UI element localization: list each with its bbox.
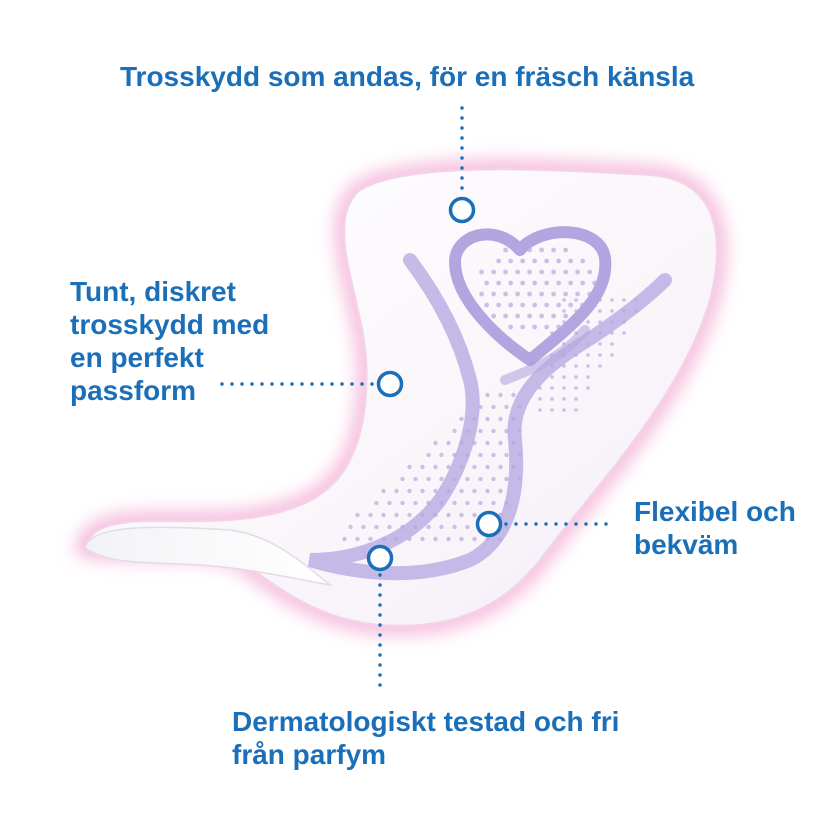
marker-ring-bottom bbox=[366, 544, 394, 572]
callout-dermatologically-tested: Dermatologiskt testad och fri från parfy… bbox=[232, 706, 620, 770]
callout-thin-discreet: Tunt, diskret trosskydd med en perfekt p… bbox=[70, 276, 270, 406]
marker-ring-right bbox=[475, 510, 503, 538]
leader-lines bbox=[220, 106, 614, 692]
callout-breathable: Trosskydd som andas, för en fräsch känsl… bbox=[120, 61, 695, 92]
callout-flexible: Flexibel och bekväm bbox=[634, 496, 796, 560]
marker-ring-top bbox=[448, 196, 476, 224]
pad-dot-texture bbox=[342, 247, 638, 542]
pad-channel bbox=[307, 253, 672, 581]
marker-ring-left bbox=[376, 370, 404, 398]
pad-front-tip bbox=[84, 526, 333, 587]
